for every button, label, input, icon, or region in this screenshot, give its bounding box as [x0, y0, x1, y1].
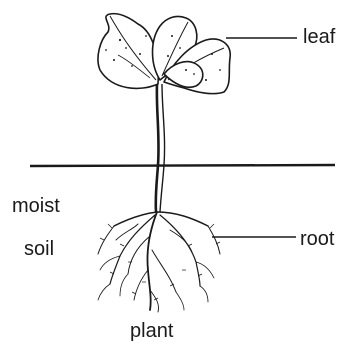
plant-label: plant	[130, 321, 173, 341]
leaves	[98, 14, 230, 94]
moist-label: moist	[12, 196, 60, 216]
stem	[156, 84, 165, 212]
root-label: root	[300, 229, 334, 249]
roots	[98, 212, 220, 312]
soil-label: soil	[24, 239, 54, 259]
soil-surface-line	[30, 165, 335, 166]
leaf-label: leaf	[303, 27, 335, 47]
